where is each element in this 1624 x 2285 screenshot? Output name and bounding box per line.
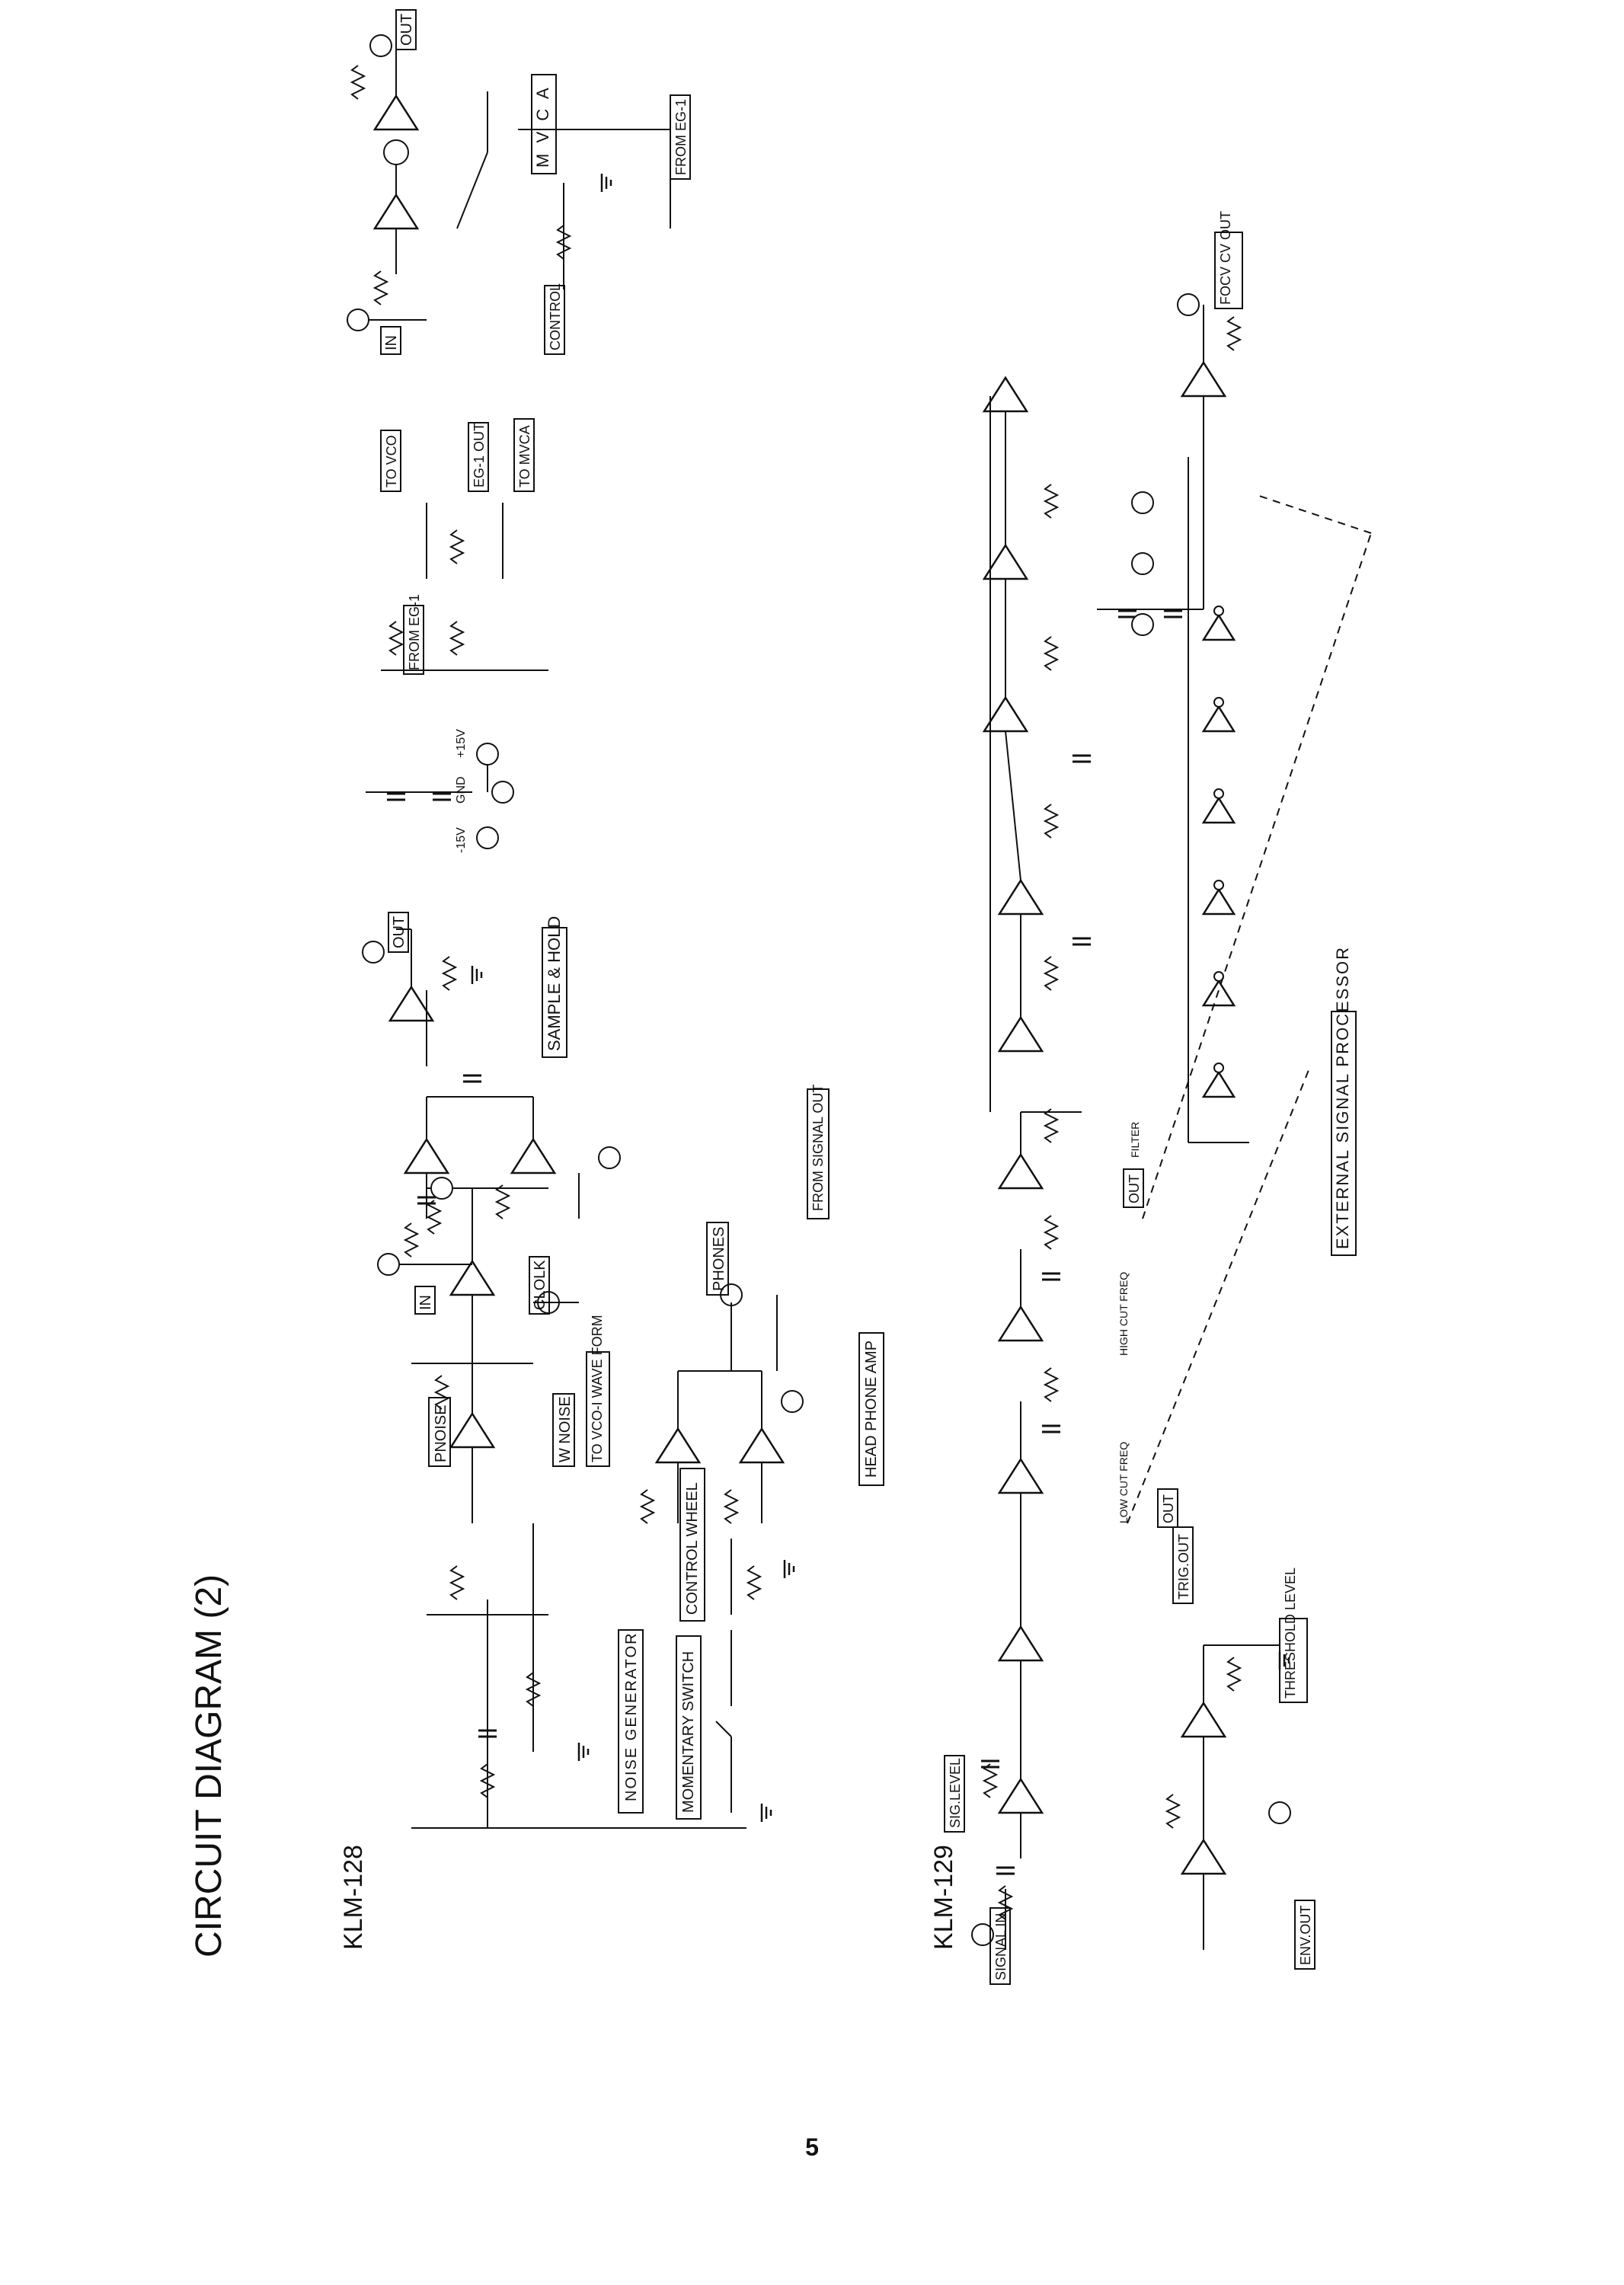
page-number: 5: [805, 2133, 819, 2161]
signal-label: SIG.LEVEL: [948, 1758, 963, 1828]
signal-label: OUT: [1161, 1494, 1176, 1523]
section-label: EXTERNAL SIGNAL PROCESSOR: [1333, 946, 1352, 1249]
sample-hold-labels: SAMPLE & HOLD IN CLOLK OUT: [388, 912, 567, 1315]
power-supply-klm128-mvca: [1097, 491, 1204, 636]
eg1-routing-circuit: [381, 503, 548, 671]
signal-label: FROM EG-1: [407, 594, 422, 670]
signal-label: SIGNAL IN: [993, 1913, 1009, 1980]
control-label: FILTER: [1129, 1122, 1141, 1158]
rotated-content: CIRCUIT DIAGRAM (2) KLM-128 KLM-129: [189, 9, 1372, 1985]
signal-label: TO VCO-I WAVE FORM: [590, 1315, 605, 1462]
mvca-labels: M V C A IN CONTROL OUT FROM EG-1: [380, 9, 691, 355]
signal-input-labels: SIGNAL IN SIG.LEVEL ENV.OUT THRESHOLD LE…: [944, 1488, 1316, 1985]
signal-input-circuit: [971, 1600, 1044, 1950]
eg1-routing-labels: FROM EG-1 TO VCO EG-1 OUT TO MVCA: [380, 418, 535, 675]
signal-label: CLOLK: [532, 1260, 548, 1310]
filter-labels: LOW CUT FREQ HIGH CUT FREQ OUT FILTER: [1117, 1122, 1144, 1523]
noise-generator-circuit: [411, 1177, 746, 1829]
signal-label: OUT: [391, 916, 408, 948]
signal-label: THRESHOLD LEVEL: [1283, 1568, 1298, 1699]
power-supply-labels: +15V GND -15V: [455, 729, 468, 853]
supply-label: +15V: [455, 729, 468, 758]
control-label: LOW CUT FREQ: [1117, 1442, 1130, 1523]
sample-hold-circuit: [362, 928, 621, 1276]
section-label: MOMENTARY SWITCH: [680, 1651, 697, 1813]
section-label: HEAD PHONE AMP: [863, 1341, 880, 1478]
signal-label: PHONES: [711, 1227, 727, 1291]
supply-label: -15V: [455, 827, 468, 853]
signal-label: OUT: [398, 14, 415, 46]
signal-label: TRIG.OUT: [1176, 1534, 1191, 1600]
model-label-klm129: KLM-129: [929, 1845, 958, 1950]
mvca-circuit: [347, 34, 671, 331]
head-phone-amp-labels: HEAD PHONE AMP PHONES FROM SIGNAL OUT: [706, 1085, 884, 1486]
noise-generator-labels: NOISE GENERATOR MOMENTARY SWITCH CONTROL…: [428, 1315, 705, 1820]
head-phone-amp-circuit: [641, 1283, 804, 1524]
supply-label: GND: [455, 776, 468, 804]
signal-label: W NOISE: [557, 1396, 574, 1462]
page-title: CIRCUIT DIAGRAM (2): [189, 1574, 229, 1957]
section-label: CONTROL WHEEL: [684, 1482, 701, 1615]
signal-label: ENV.OUT: [1298, 1906, 1313, 1965]
signal-label: TO VCO: [384, 435, 399, 487]
external-processor-circuit: [983, 293, 1372, 1219]
section-label: NOISE GENERATOR: [623, 1631, 640, 1801]
signal-label: FROM SIGNAL OUT: [810, 1085, 826, 1211]
momentary-switch-circuit: [715, 1539, 795, 1823]
envelope-circuit: [1166, 1644, 1291, 1950]
external-processor-labels: EXTERNAL SIGNAL PROCESSOR FOCV CV OUT: [1214, 211, 1357, 1256]
control-label: HIGH CUT FREQ: [1117, 1272, 1130, 1356]
signal-label: CONTROL: [548, 283, 563, 350]
signal-label: IN: [383, 335, 400, 350]
model-label-klm128: KLM-128: [339, 1845, 368, 1950]
signal-label: IN: [417, 1295, 434, 1310]
section-label: SAMPLE & HOLD: [545, 916, 564, 1051]
power-supply-klm128: [366, 743, 514, 849]
signal-label: FOCV CV OUT: [1218, 211, 1233, 305]
filter-circuit: [998, 1066, 1311, 1600]
section-label: M V C A: [533, 85, 552, 168]
signal-label: TO MVCA: [517, 425, 532, 487]
signal-label: FROM EG-1: [673, 99, 689, 175]
signal-label: EG-1 OUT: [472, 423, 487, 487]
signal-label: OUT: [1127, 1174, 1142, 1203]
signal-label: PNOISE: [433, 1405, 449, 1462]
